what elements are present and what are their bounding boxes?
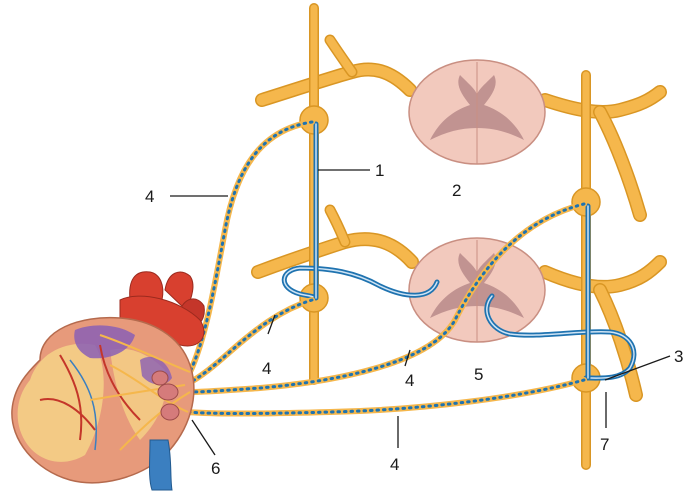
left-sympathetic-trunk	[299, 8, 328, 380]
label-4-bottom: 4	[390, 455, 399, 474]
label-3: 3	[674, 347, 683, 366]
label-7: 7	[600, 435, 609, 454]
label-4-left: 4	[262, 359, 271, 378]
upper-spinal-cord	[409, 60, 545, 164]
label-2: 2	[452, 181, 461, 200]
label-6: 6	[211, 459, 220, 478]
heart	[12, 272, 204, 490]
label-5: 5	[474, 365, 483, 384]
label-4-upper: 4	[145, 187, 154, 206]
number-labels: 1 2 3 4 4 4 4 5 6 7	[145, 161, 683, 478]
label-4-middle: 4	[405, 371, 414, 390]
leader-6	[192, 420, 215, 455]
label-1: 1	[375, 161, 384, 180]
